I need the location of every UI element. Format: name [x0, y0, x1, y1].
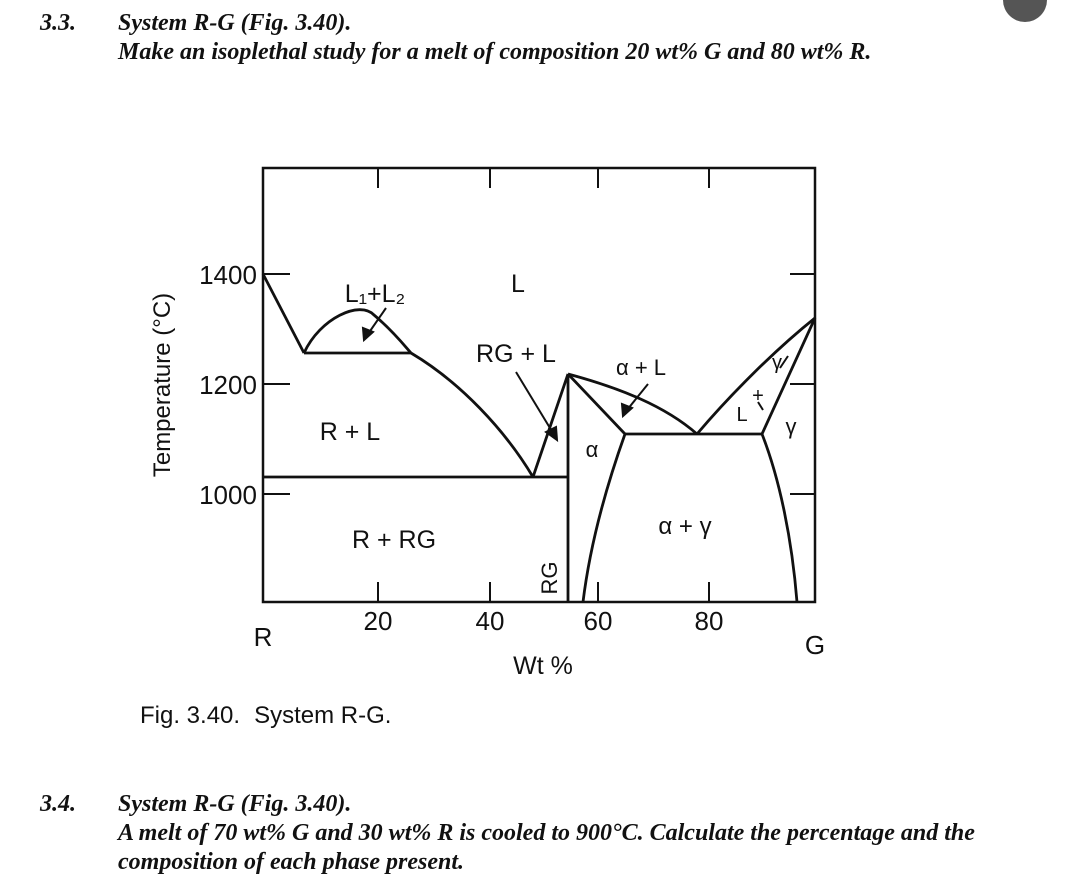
region-l1-l2: L₁+L₂ — [345, 280, 406, 308]
caption-number: Fig. 3.40. — [140, 702, 241, 729]
alpha-liquidus — [567, 372, 698, 436]
component-r: R — [254, 622, 273, 652]
leader-arrows — [361, 307, 789, 443]
alpha-solvus — [581, 433, 627, 603]
tick-marks — [263, 168, 815, 602]
region-gamma-liquid-plus: + — [752, 385, 764, 407]
figure-caption: Fig. 3.40. System R-G. — [140, 702, 391, 730]
problem-title: System R-G (Fig. 3.40). — [118, 10, 352, 36]
y-tick-1000: 1000 — [199, 480, 257, 510]
gamma-liquidus — [695, 316, 816, 435]
caption-title: System R-G. — [254, 702, 392, 729]
y-tick-1200: 1200 — [199, 370, 257, 400]
miscibility-dome — [302, 308, 413, 354]
y-axis-label: Temperature (°C) — [149, 293, 176, 477]
x-tick-60: 60 — [584, 606, 613, 636]
problem-text: A melt of 70 wt% G and 30 wt% R is coole… — [118, 820, 975, 875]
x-axis-label: Wt % — [513, 652, 573, 680]
phase-boundaries — [261, 273, 817, 603]
gamma-solidus — [760, 317, 817, 435]
region-gamma-liquid-top: γ — [772, 352, 782, 374]
component-g: G — [805, 630, 825, 660]
region-alpha-liquid: α + L — [616, 355, 666, 380]
alpha-solidus — [566, 373, 627, 435]
problem-text: Make an isoplethal study for a melt of c… — [118, 39, 872, 65]
problem-number: 3.3. — [40, 10, 76, 36]
x-tick-80: 80 — [695, 606, 724, 636]
region-alpha-gamma: α + γ — [658, 513, 711, 540]
region-gamma-liquid-bottom: L — [736, 404, 747, 426]
region-r-rg: R + RG — [352, 526, 436, 554]
problem-title: System R-G (Fig. 3.40). — [118, 791, 352, 817]
region-liquid: L — [511, 270, 525, 298]
problem-number: 3.4. — [40, 791, 76, 817]
gamma-solvus — [760, 433, 799, 603]
region-r-liquid: R + L — [320, 418, 381, 446]
r-liquidus — [410, 351, 535, 478]
x-tick-20: 20 — [364, 606, 393, 636]
rg-liquidus-left — [531, 373, 570, 478]
region-alpha: α — [586, 437, 599, 462]
plot-frame — [261, 166, 817, 604]
region-gamma: γ — [786, 414, 797, 439]
x-tick-40: 40 — [476, 606, 505, 636]
region-rg-liquid: RG + L — [476, 340, 556, 368]
corner-dot — [1003, 0, 1047, 22]
region-rg: RG — [537, 562, 562, 595]
y-tick-1400: 1400 — [199, 260, 257, 290]
r-liquidus-top — [261, 273, 306, 354]
